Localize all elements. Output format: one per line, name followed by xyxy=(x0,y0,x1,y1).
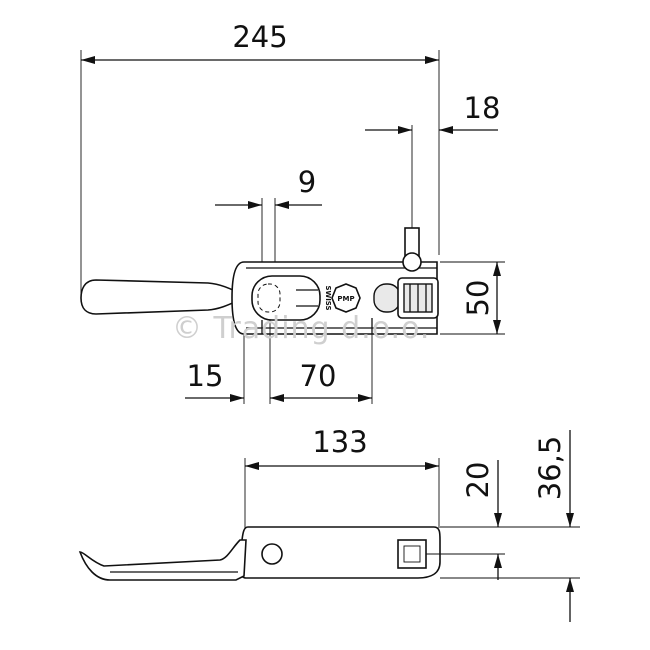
label-base-length: 133 xyxy=(312,425,367,459)
dimension-left-offset: 15 xyxy=(185,320,373,404)
label-height-top: 50 xyxy=(461,280,495,317)
dimension-slot-width: 9 xyxy=(215,165,322,290)
label-pin-offset: 18 xyxy=(464,91,501,125)
square-pivot-side xyxy=(397,539,427,569)
swiss-logo-text: SWISS xyxy=(324,285,332,310)
slot-opening xyxy=(251,275,321,321)
watermark: © Trading d.o.o. xyxy=(172,311,430,346)
hinge-pin-side xyxy=(261,543,283,565)
label-left-offset: 15 xyxy=(187,359,224,393)
base-plate-side xyxy=(238,526,441,579)
label-side-height-total: 36,5 xyxy=(533,436,567,501)
handle-side xyxy=(78,539,247,581)
dimension-base-length: 133 xyxy=(244,425,440,528)
label-slot-width: 9 xyxy=(298,165,316,199)
swiss-logo: PMP SWISS xyxy=(324,283,361,313)
label-side-height-inner: 20 xyxy=(461,462,495,499)
dimension-overall-length: 245 xyxy=(81,20,439,64)
dimension-side-height-total: 36,5 xyxy=(440,430,580,622)
handle-top xyxy=(80,279,245,315)
svg-text:PMP: PMP xyxy=(337,295,354,303)
dimension-side-height-inner: 20 xyxy=(426,460,580,580)
label-slot-to-pin: 70 xyxy=(300,359,337,393)
dimension-pin-offset: 18 xyxy=(365,91,500,230)
hook-bolt xyxy=(373,283,401,313)
latch-side-view xyxy=(78,526,441,581)
label-overall-length: 245 xyxy=(232,20,287,54)
latch-top-view: PMP SWISS xyxy=(80,227,439,335)
dimension-height-top: 50 xyxy=(440,261,505,335)
dimension-slot-to-pin: 70 xyxy=(270,359,372,402)
